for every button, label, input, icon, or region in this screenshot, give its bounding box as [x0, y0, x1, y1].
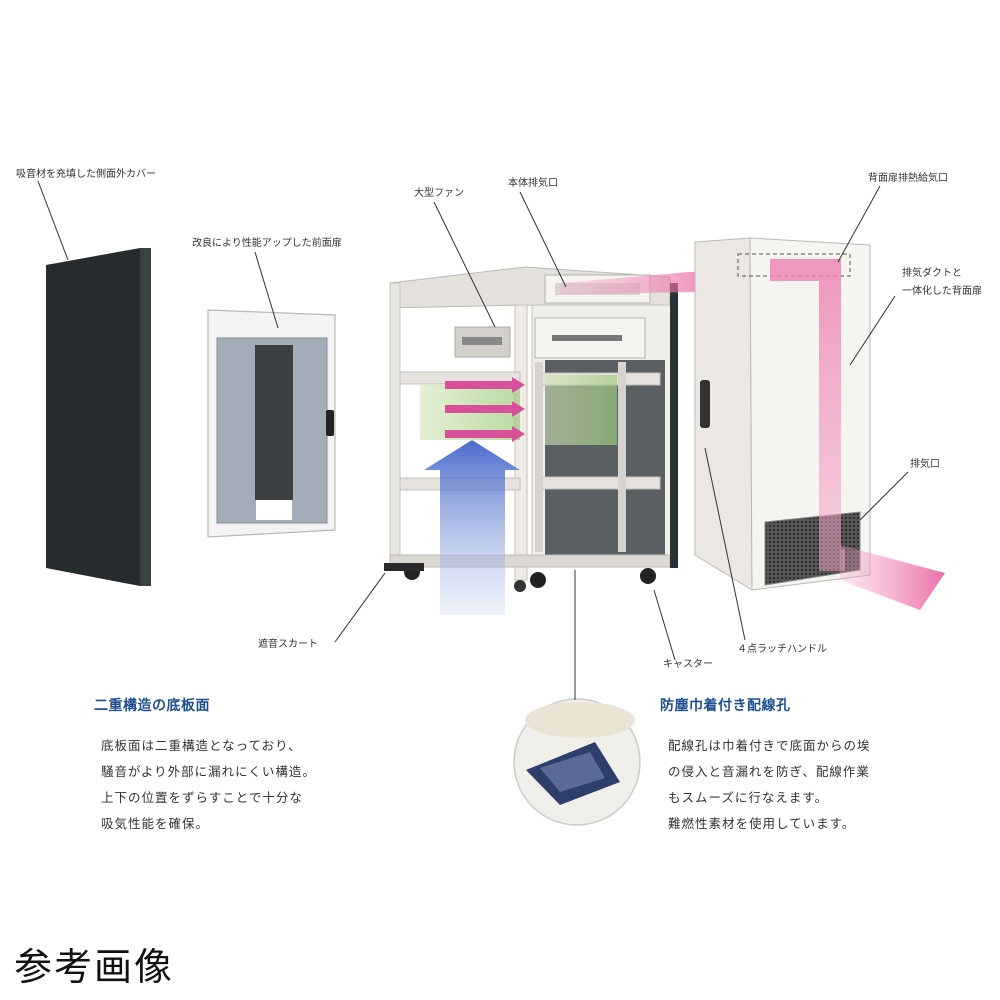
bottom-line: 吸気性能を確保。	[101, 816, 210, 831]
cable-hole-heading: 防塵巾着付き配線孔	[660, 698, 791, 714]
intake-arrow	[424, 440, 520, 615]
cable-hole-line: もスムーズに行なえます。	[668, 790, 829, 805]
bottom-line: 上下の位置をずらすことで十分な	[101, 790, 303, 805]
cable-hole-inset	[513, 698, 641, 826]
skirt-label: 遮音スカート	[258, 639, 318, 650]
exhaust-port-label: 排気口	[910, 459, 940, 470]
caster-label: キャスター	[663, 659, 713, 670]
cable-hole-line: 難燃性素材を使用しています。	[668, 816, 856, 831]
leader-lines	[37, 180, 909, 700]
large-fan-label: 大型ファン	[414, 188, 464, 199]
rear-door-duct-label-1: 排気ダクトと	[902, 268, 962, 279]
cable-hole-line: 配線孔は巾着付きで底面からの埃	[668, 738, 871, 753]
rear-door-vent-label: 背面扉排熱給気口	[868, 173, 948, 184]
front-door	[207, 309, 336, 538]
side-cover-panel	[46, 248, 151, 586]
bottom-line: 騒音がより外部に漏れにくい構造。	[101, 764, 316, 779]
side-cover-label: 吸音材を充填した側面外カバー	[16, 169, 156, 180]
exhaust-arrows	[445, 377, 525, 442]
bottom-heading: 二重構造の底板面	[94, 698, 210, 714]
reference-image-label: 参考画像	[14, 945, 175, 989]
rear-door	[694, 237, 945, 610]
cable-hole-line: の侵入と音漏れを防ぎ、配線作業	[668, 764, 870, 779]
rear-door-duct-label-2: 一体化した背面扉	[902, 286, 982, 297]
bottom-description: 底板面は二重構造となっており、 騒音がより外部に漏れにくい構造。 上下の位置をず…	[101, 733, 316, 837]
front-door-label: 改良により性能アップした前面扉	[192, 238, 342, 249]
cable-hole-description: 配線孔は巾着付きで底面からの埃 の侵入と音漏れを防ぎ、配線作業 もスムーズに行な…	[668, 733, 871, 837]
latch-handle-label: ４点ラッチハンドル	[737, 644, 827, 655]
bottom-line: 底板面は二重構造となっており、	[101, 738, 302, 753]
body-exhaust-label: 本体排気口	[508, 178, 558, 189]
equipment-airflow	[545, 375, 617, 445]
